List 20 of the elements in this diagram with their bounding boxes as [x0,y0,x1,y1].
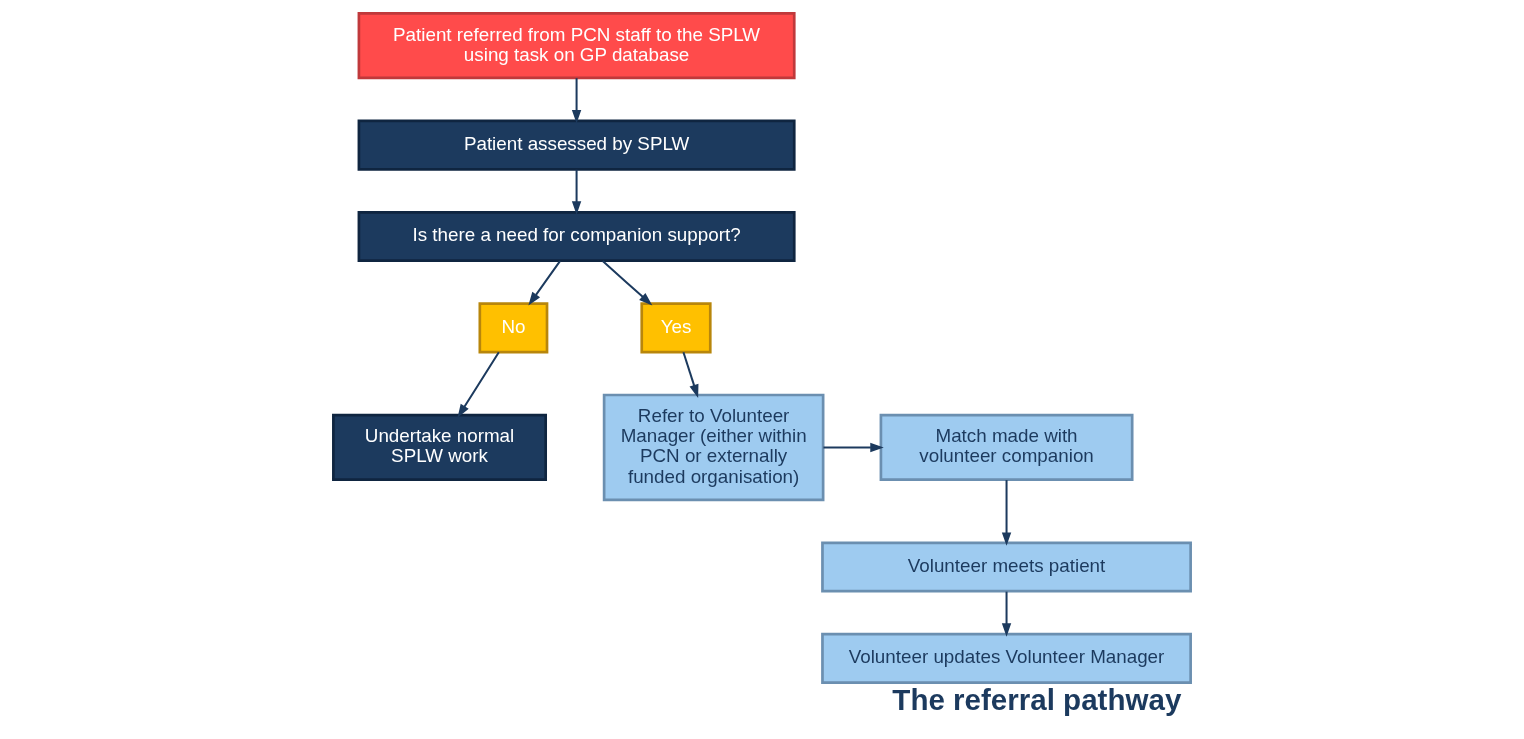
arrow [528,260,561,306]
arrow [1001,480,1012,546]
arrow [571,78,582,124]
arrow [457,351,500,418]
node-box: Volunteer meets patient [821,541,1192,593]
node-box: No [478,302,549,354]
node-box: Volunteer updates Volunteer Manager [821,632,1192,684]
node-box: Patient referred from PCN staff to the SPLW using task on GP database [357,12,796,80]
node-box: Patient assessed by SPLW [357,119,796,171]
arrow [823,442,884,453]
arrow [682,352,699,398]
arrow [571,169,582,215]
caption: The referral pathway [892,683,1182,717]
node-box: Is there a need for companion support? [357,210,796,262]
arrow [602,260,653,306]
node-box: Match made with volunteer companion [879,413,1134,482]
node-box: Yes [640,302,712,354]
node-box: Undertake normal SPLW work [332,413,547,482]
arrow [1001,591,1012,637]
node-box: Refer to Volunteer Manager (either within PCN or externally funded organisation) [602,393,825,502]
